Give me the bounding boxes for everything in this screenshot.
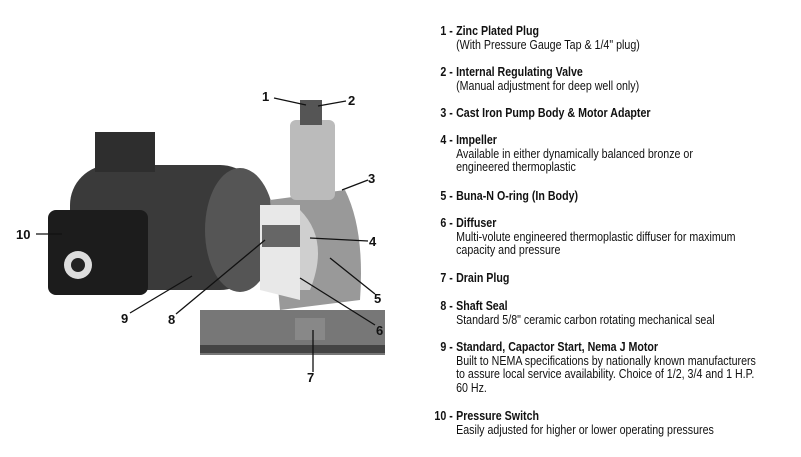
callout-2: 2 (348, 93, 356, 108)
legend-number: 6 - (440, 215, 453, 230)
legend-title: Standard, Capactor Start, Nema J Motor (456, 339, 659, 354)
legend-item-5: 5 -Buna-N O-ring (In Body) (420, 189, 764, 203)
legend-item-1: 1 -Zinc Plated Plug(With Pressure Gauge … (420, 24, 764, 51)
legend-desc: Easily adjusted for higher or lower oper… (456, 421, 714, 437)
legend-title: Impeller (456, 132, 497, 147)
legend-item-9: 9 -Standard, Capactor Start, Nema J Moto… (420, 340, 756, 394)
legend-desc: (With Pressure Gauge Tap & 1/4" plug) (456, 36, 640, 52)
legend-desc: Multi-volute engineered thermoplastic di… (456, 228, 736, 257)
callout-7: 7 (307, 370, 315, 385)
legend-number: 7 - (440, 270, 453, 285)
callout-5: 5 (374, 291, 382, 306)
legend-title: Shaft Seal (456, 298, 508, 313)
callout-6: 6 (376, 323, 384, 338)
legend-item-2: 2 -Internal Regulating Valve(Manual adju… (420, 65, 764, 92)
legend-number: 4 - (440, 132, 453, 147)
callout-10: 10 (16, 227, 31, 242)
legend-number: 9 - (440, 339, 453, 354)
callout-9: 9 (121, 311, 129, 326)
legend-number: 1 - (440, 23, 453, 38)
legend-desc: Built to NEMA specifications by national… (456, 352, 756, 395)
legend-title: Buna-N O-ring (In Body) (456, 188, 579, 203)
pump-cutaway-illustration (36, 97, 385, 372)
legend-number: 5 - (440, 188, 453, 203)
legend-number: 8 - (440, 298, 453, 313)
legend-title: Pressure Switch (456, 408, 540, 423)
callout-3: 3 (368, 171, 376, 186)
callout-8: 8 (168, 312, 176, 327)
legend-item-7: 7 -Drain Plug (420, 271, 764, 285)
legend-item-3: 3 -Cast Iron Pump Body & Motor Adapter (420, 106, 764, 120)
legend-title: Drain Plug (456, 270, 510, 285)
legend-title: Cast Iron Pump Body & Motor Adapter (456, 105, 651, 120)
legend-desc: Available in either dynamically balanced… (456, 145, 693, 174)
legend-number: 10 - (434, 408, 453, 423)
legend-title: Zinc Plated Plug (456, 23, 540, 38)
legend-desc: Standard 5/8" ceramic carbon rotating me… (456, 311, 715, 327)
callout-1: 1 (262, 89, 270, 104)
legend-number: 3 - (440, 105, 453, 120)
legend-title: Diffuser (456, 215, 497, 230)
callout-4: 4 (369, 234, 377, 249)
legend-number: 2 - (440, 64, 453, 79)
legend-title: Internal Regulating Valve (456, 64, 583, 79)
legend-desc: (Manual adjustment for deep well only) (456, 77, 640, 93)
